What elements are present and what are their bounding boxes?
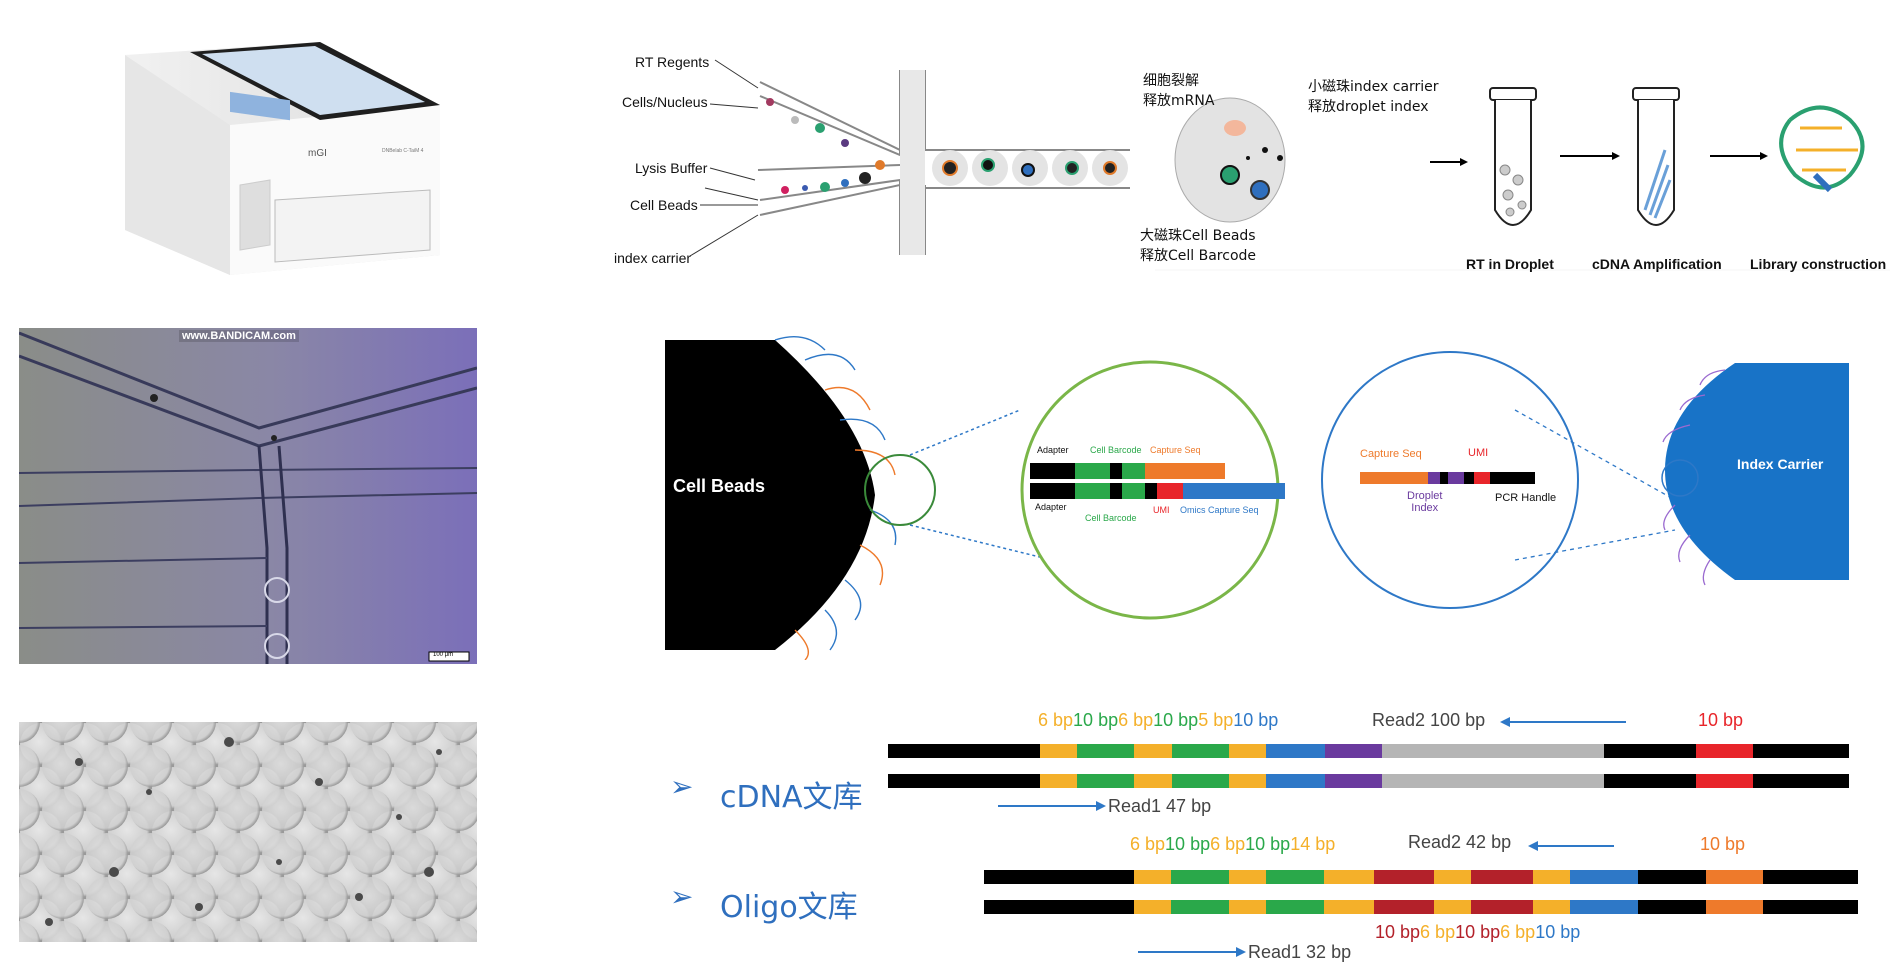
droplet-big-bead-label: 大磁珠Cell Beads 释放Cell Barcode (1140, 228, 1257, 264)
index-capture-seq-label: Capture Seq (1360, 448, 1422, 460)
input-label-cells-nucleus: Cells/Nucleus (622, 94, 708, 110)
index-umi-label: UMI (1468, 447, 1489, 459)
cdna-seg-label: 10 bp (1233, 710, 1279, 730)
oligo-seg-label: 6 bp (1130, 834, 1166, 854)
capture-seq-label: Capture Seq (1150, 445, 1201, 455)
input-label-index-carrier: index carrier (614, 250, 692, 266)
oligo-read2-arrow-icon (1528, 841, 1614, 851)
instrument-photo: mGI DNBelab C-TaiM 4 (110, 30, 450, 280)
cdna-index-bp-label: 10 bp (1698, 710, 1744, 730)
step-library-construction: Library construction (1750, 256, 1887, 272)
cdna-strand-top (888, 744, 1849, 758)
cdna-bullet-icon: ➢ (670, 770, 694, 803)
oligo-seg-label: 10 bp (1165, 834, 1211, 854)
adapter-top-label: Adapter (1037, 445, 1069, 455)
droplet-emulsion-photo (19, 722, 477, 942)
cdna-segment-labels: 6 bp 10 bp 6 bp 10 bp 5 bp 10 bp (1038, 710, 1278, 731)
oligo-bullet-icon: ➢ (670, 880, 694, 913)
scale-bar-label: 100 μm (433, 652, 454, 658)
cdna-read1-label: Read1 47 bp (1108, 796, 1212, 816)
oligo-segment-labels: 6 bp 10 bp 6 bp 10 bp 14 bp (1130, 834, 1335, 855)
cdna-read1-arrow-icon (998, 801, 1106, 811)
oligo-strand-bottom (984, 900, 1858, 914)
oligo-bottom-seg-label: 6 bp (1420, 922, 1456, 942)
cdna-strand-bottom (888, 774, 1849, 788)
oligo-read1-arrow-icon (1138, 947, 1246, 957)
cdna-seg-label: 5 bp (1198, 710, 1234, 730)
oligo-bottom-segment-labels: 10 bp 6 bp 10 bp 6 bp 10 bp (1375, 922, 1580, 943)
droplet-lysis-label: 细胞裂解 释放mRNA (1143, 73, 1215, 109)
oligo-read2-label: Read2 42 bp (1408, 832, 1512, 852)
cell-barcode-bottom-label: Cell Barcode (1085, 513, 1137, 523)
oligo-strand-top (984, 870, 1858, 884)
input-label-lysis-buffer: Lysis Buffer (635, 160, 708, 176)
bead-diagram: Cell Beads Index Carrier Adapter Cell Ba… (665, 330, 1890, 660)
umi-label: UMI (1153, 505, 1170, 515)
oligo-bottom-seg-label: 10 bp (1535, 922, 1581, 942)
oligo-seg-label: 14 bp (1290, 834, 1336, 854)
oligo-bottom-seg-label: 6 bp (1500, 922, 1536, 942)
oligo-index-bp-label: 10 bp (1700, 834, 1746, 854)
instrument-model: DNBelab C-TaiM 4 (382, 148, 424, 154)
cdna-seg-label: 6 bp (1038, 710, 1074, 730)
oligo-library-title: Oligo文库 (720, 890, 858, 925)
step-rt-in-droplet: RT in Droplet (1466, 256, 1554, 272)
oligo-bottom-seg-label: 10 bp (1455, 922, 1501, 942)
oligo-read1-label: Read1 32 bp (1248, 942, 1352, 962)
library-structures: ➢ cDNA文库 ➢ Oligo文库 6 bp 10 bp 6 bp 10 bp… (660, 700, 1890, 966)
oligo-seg-label: 6 bp (1210, 834, 1246, 854)
input-label-rt-regents: RT Regents (635, 54, 710, 70)
cdna-library-title: cDNA文库 (720, 780, 863, 815)
cdna-seg-label: 6 bp (1118, 710, 1154, 730)
microfluidic-photo: www.BANDICAM.com 100 μm (19, 328, 477, 664)
cdna-seg-label: 10 bp (1073, 710, 1119, 730)
oligo-bottom-seg-label: 10 bp (1375, 922, 1421, 942)
cell-barcode-top-label: Cell Barcode (1090, 445, 1142, 455)
input-label-cell-beads: Cell Beads (630, 197, 698, 213)
bandicam-watermark: www.BANDICAM.com (179, 330, 299, 342)
pcr-handle-label: PCR Handle (1495, 492, 1557, 504)
droplet-small-bead-label: 小磁珠index carrier 释放droplet index (1308, 79, 1439, 115)
index-carrier-label: Index Carrier (1737, 456, 1824, 472)
step-cdna-amplification: cDNA Amplification (1592, 256, 1722, 272)
adapter-bottom-label: Adapter (1035, 502, 1067, 512)
cdna-read2-label: Read2 100 bp (1372, 710, 1486, 730)
oligo-seg-label: 10 bp (1245, 834, 1291, 854)
droplet-index-label: Droplet Index (1407, 490, 1443, 514)
omics-capture-seq-label: Omics Capture Seq (1180, 505, 1259, 515)
cdna-seg-label: 10 bp (1153, 710, 1199, 730)
cdna-read2-arrow-icon (1500, 717, 1626, 727)
cell-beads-label: Cell Beads (673, 476, 766, 496)
instrument-brand: mGI (308, 148, 327, 159)
workflow-diagram: RT Regents Cells/Nucleus Lysis Buffer Ce… (610, 40, 1890, 280)
